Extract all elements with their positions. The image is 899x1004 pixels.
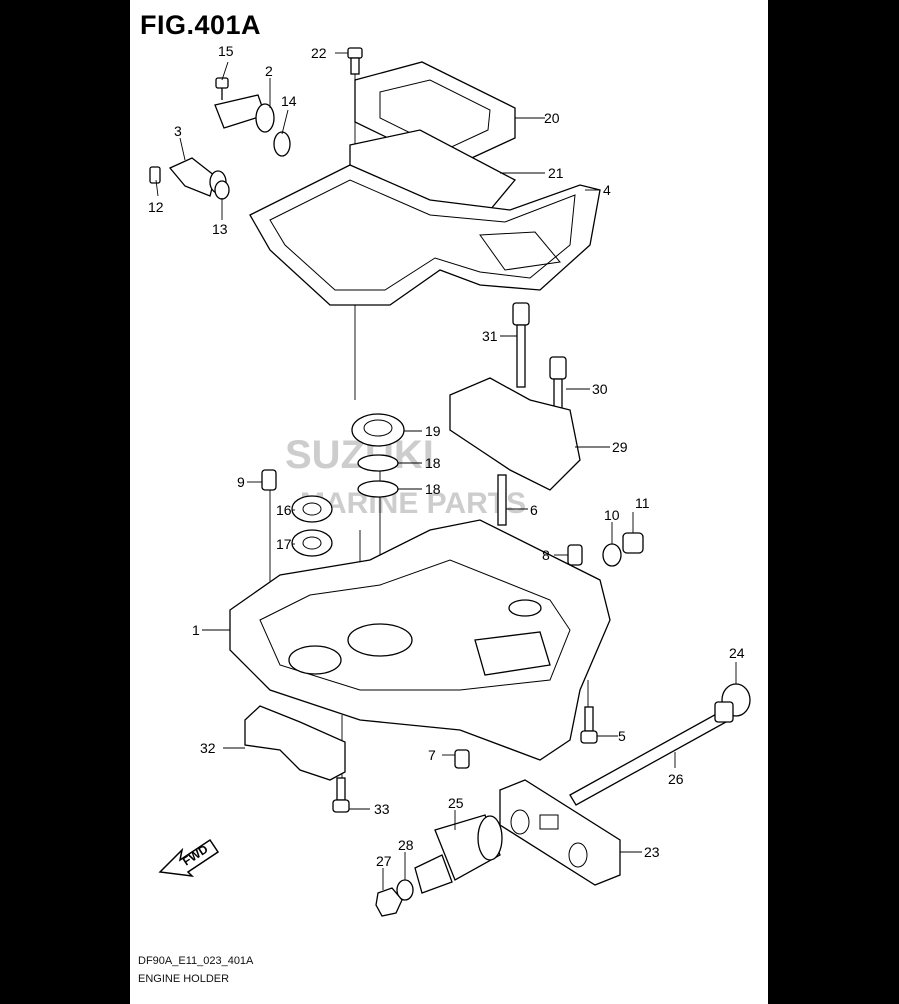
ring-18a <box>357 454 399 472</box>
callout-label: 10 <box>604 507 620 523</box>
callout-label: 22 <box>311 45 327 61</box>
callout-label: 2 <box>265 63 273 79</box>
diagram-canvas: FIG.401A SUZUKI MARINE PARTS <box>130 0 768 1004</box>
through-bolt-26 <box>569 701 734 806</box>
callout-label: 28 <box>398 837 414 853</box>
nut-27 <box>375 887 403 917</box>
engine-holder-1 <box>229 519 611 761</box>
switch-assembly <box>149 157 230 200</box>
callout-label: 15 <box>218 43 234 59</box>
dowel-pin-9 <box>261 469 277 491</box>
callout-label: 31 <box>482 328 498 344</box>
plug-11 <box>622 532 644 554</box>
callout-label: 4 <box>603 182 611 198</box>
callout-label: 27 <box>376 853 392 869</box>
bolt-5 <box>580 706 598 744</box>
sensor-assembly <box>214 77 291 157</box>
bracket-32 <box>244 705 346 781</box>
callout-label: 20 <box>544 110 560 126</box>
bearing-17 <box>291 529 333 557</box>
callout-label: 6 <box>530 502 538 518</box>
callout-label: 14 <box>281 93 297 109</box>
callout-label: 13 <box>212 221 228 237</box>
bearing-16 <box>291 495 333 523</box>
washer-10 <box>602 543 622 567</box>
bolt-31 <box>512 302 530 388</box>
watermark-subtitle: MARINE PARTS <box>300 487 526 520</box>
callout-label: 21 <box>548 165 564 181</box>
callout-label: 23 <box>644 844 660 860</box>
oil-seal-19 <box>351 413 405 447</box>
callout-label: 32 <box>200 740 216 756</box>
callout-label: 30 <box>592 381 608 397</box>
callout-label: 25 <box>448 795 464 811</box>
figure-title: FIG.401A <box>140 10 262 40</box>
gasket-4 <box>249 164 601 306</box>
bolt-33 <box>332 777 350 813</box>
callout-label: 24 <box>729 645 745 661</box>
callout-label: 19 <box>425 423 441 439</box>
callout-label: 18 <box>425 481 441 497</box>
callout-label: 5 <box>618 728 626 744</box>
callout-label: 26 <box>668 771 684 787</box>
callout-label: 17 <box>276 536 292 552</box>
bolt-22 <box>347 47 363 75</box>
dowel-pin-8 <box>567 544 583 566</box>
fwd-arrow-icon: FWD <box>158 838 220 878</box>
bushing-25 <box>414 814 503 894</box>
figure-caption: ENGINE HOLDER <box>138 973 230 985</box>
rubber-mount-23 <box>499 779 621 886</box>
callout-label: 3 <box>174 123 182 139</box>
callout-label: 16 <box>276 502 292 518</box>
bolt-30 <box>549 356 567 410</box>
ring-18b <box>357 480 399 498</box>
callout-label: 9 <box>237 474 245 490</box>
callout-label: 11 <box>635 495 650 511</box>
callout-label: 18 <box>425 455 441 471</box>
stud-6 <box>497 474 507 526</box>
callout-label: 7 <box>428 747 436 763</box>
callout-label: 8 <box>542 547 550 563</box>
callout-label: 33 <box>374 801 390 817</box>
callout-label: 12 <box>148 199 164 215</box>
callout-label: 29 <box>612 439 628 455</box>
callout-label: 1 <box>192 622 200 638</box>
figure-code: DF90A_E11_023_401A <box>138 955 254 967</box>
cover-plate-20 <box>354 61 516 169</box>
bracket-29 <box>449 377 581 491</box>
exploded-parts-diagram: SUZUKI MARINE PARTS <box>148 43 751 917</box>
dowel-pin-7 <box>454 749 470 769</box>
leader-lines <box>155 52 737 890</box>
